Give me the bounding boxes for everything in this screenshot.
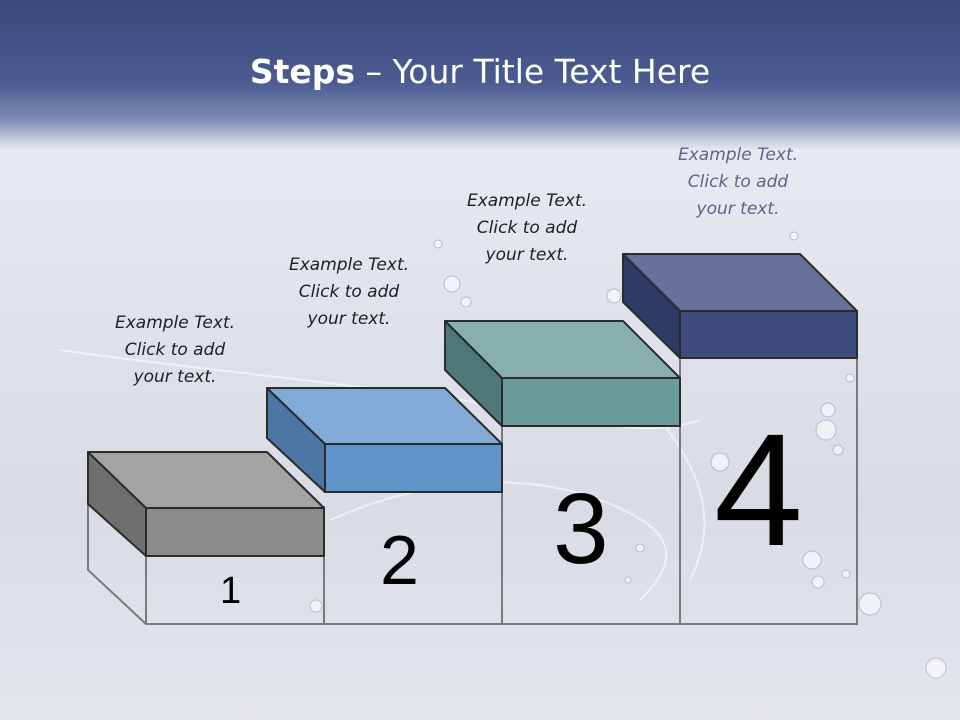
caption-line: Example Text. [288, 255, 410, 275]
step-2-caption[interactable]: Example Text. Click to add your text. [249, 252, 449, 333]
caption-line: your text. [307, 309, 391, 329]
step-3-caption[interactable]: Example Text. Click to add your text. [427, 188, 627, 269]
step-1-number: 1 [220, 570, 242, 612]
title-bold: Steps [249, 52, 356, 91]
step-3-front [501, 377, 681, 427]
caption-line: Click to add [298, 282, 400, 302]
caption-line: Example Text. [677, 145, 799, 165]
caption-line: Click to add [687, 172, 789, 192]
caption-line: your text. [133, 367, 217, 387]
step-3-number: 3 [553, 473, 609, 585]
caption-line: Example Text. [114, 313, 236, 333]
title-rest: – Your Title Text Here [355, 52, 711, 91]
step-4-block[interactable] [622, 253, 858, 359]
caption-line: Example Text. [466, 191, 588, 211]
step-2-block[interactable] [266, 387, 503, 493]
title-bar [0, 0, 960, 150]
caption-line: Click to add [124, 340, 226, 360]
step-4-caption[interactable]: Example Text. Click to add your text. [638, 142, 838, 223]
step-4-number: 4 [714, 400, 803, 579]
caption-line: your text. [485, 245, 569, 265]
slide-title[interactable]: Steps – Your Title Text Here [0, 52, 960, 91]
step-1-block[interactable] [87, 451, 325, 557]
step-1-front [145, 507, 325, 557]
step-1-caption[interactable]: Example Text. Click to add your text. [75, 310, 275, 391]
step-2-front [324, 443, 503, 493]
caption-line: your text. [696, 199, 780, 219]
step-3-block[interactable] [444, 320, 681, 427]
caption-line: Click to add [476, 218, 578, 238]
step-2-number: 2 [380, 521, 419, 599]
step-4-front [679, 310, 858, 359]
